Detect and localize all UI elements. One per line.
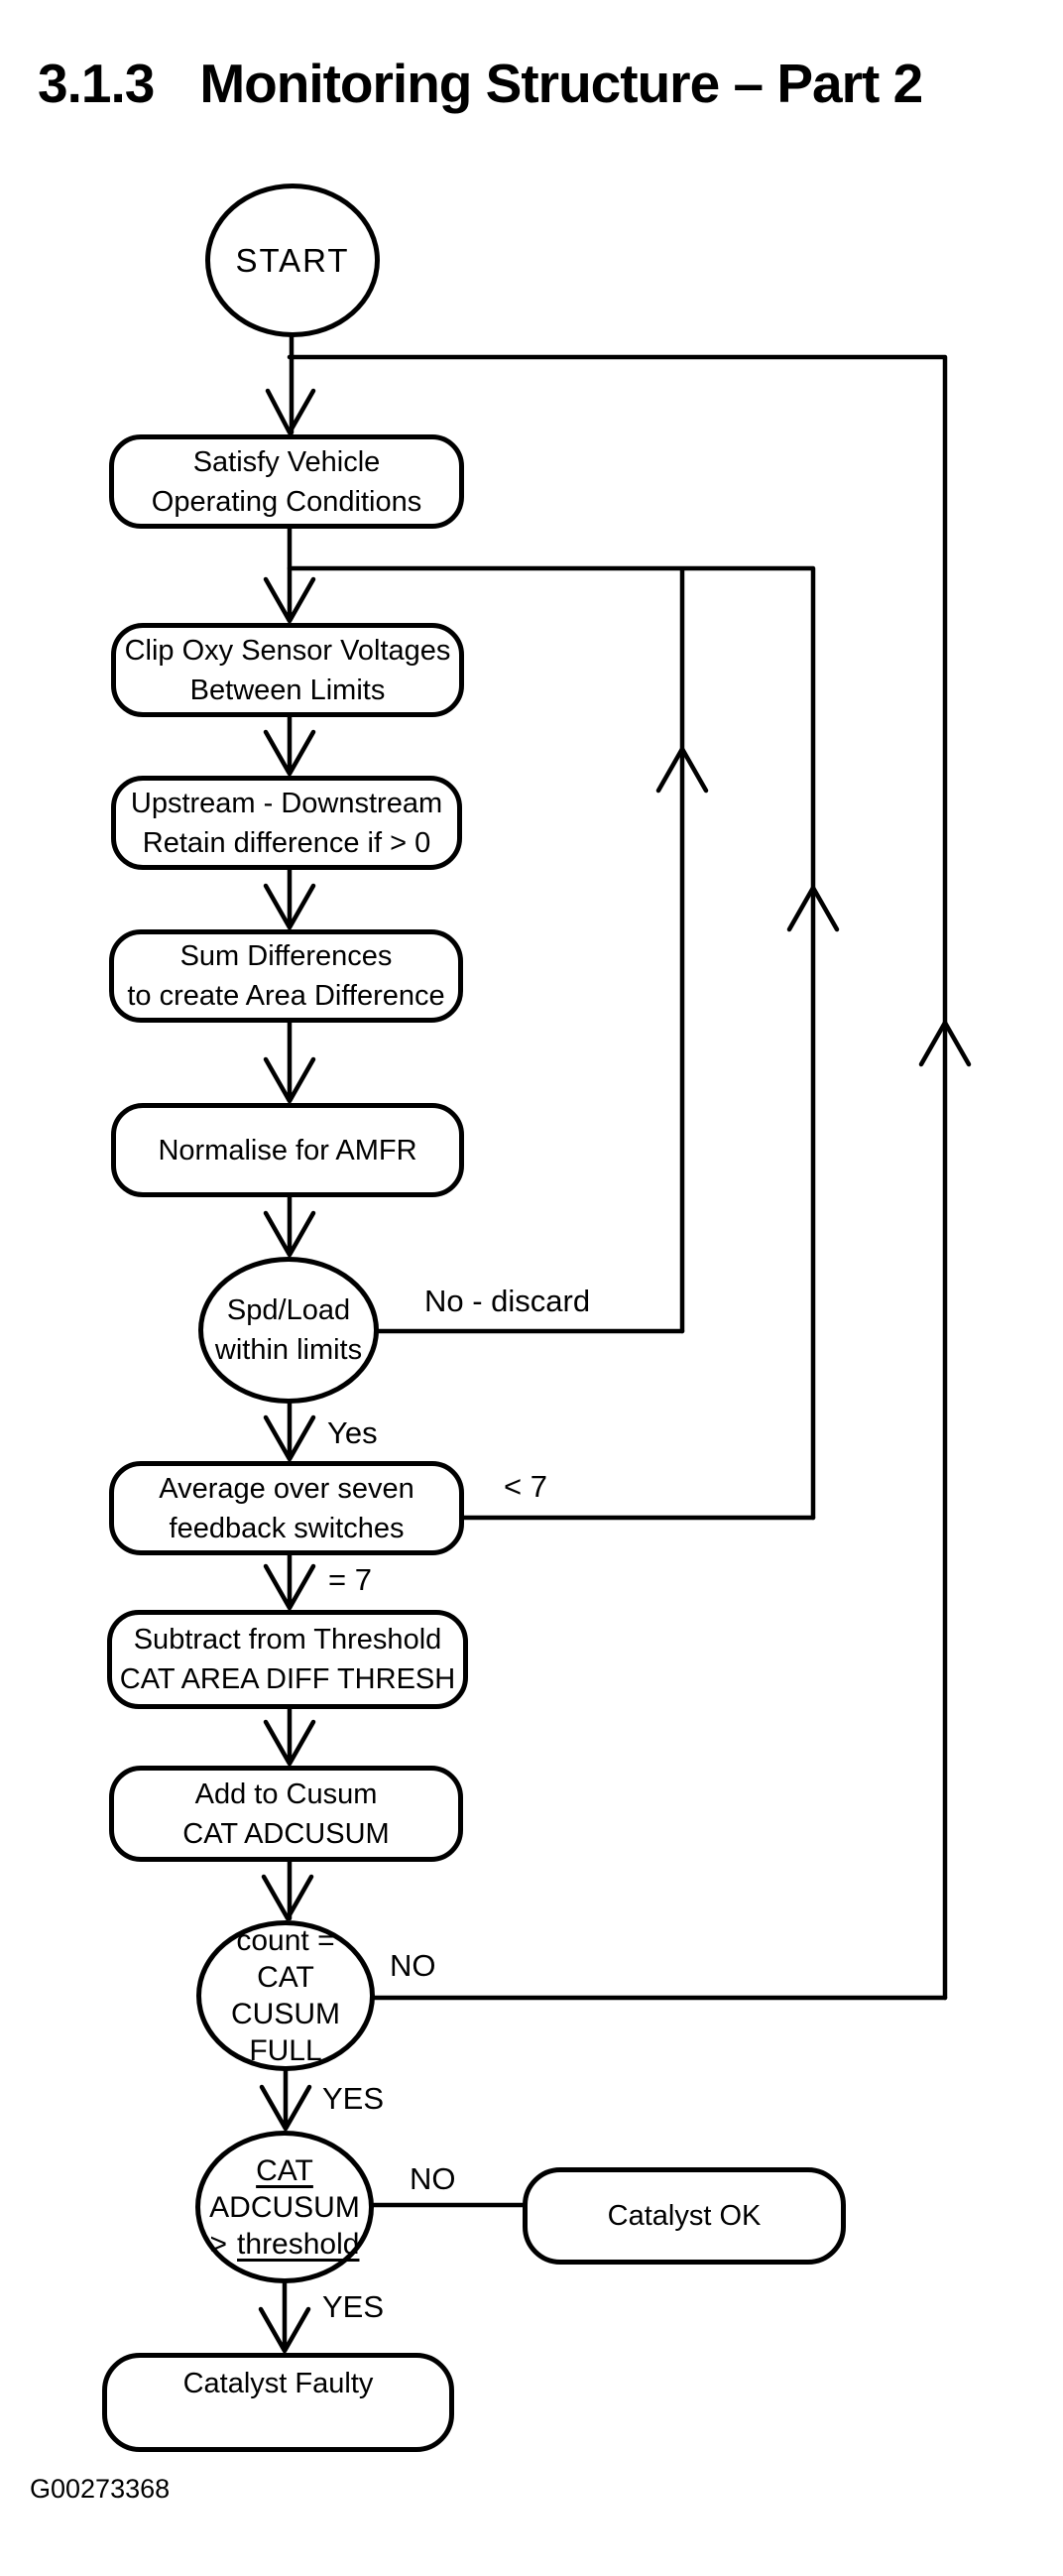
node-subtract-line1: Subtract from Threshold [133,1624,442,1656]
node-count-line2: CAT CUSUM [231,1961,340,2030]
node-cusum-full-check: count = CAT CUSUM FULL [196,1920,375,2071]
page-title: 3.1.3 Monitoring Structure – Part 2 [38,52,923,115]
node-satisfy-conditions: Satisfy Vehicle Operating Conditions [109,434,464,529]
node-spd-load-check: Spd/Load within limits [198,1257,379,1404]
edge-subtract-to-addcusum [263,1706,316,1767]
edge-average-eq7 [263,1552,316,1611]
node-subtract-threshold: Subtract from Threshold CAT AREA DIFF TH… [107,1610,468,1709]
node-spdload-line1: Spd/Load [226,1294,351,1326]
node-clip-line2: Between Limits [189,674,386,706]
node-threshold-gt: > [209,2227,228,2261]
rail-inner-up-arrow-2 [786,885,840,932]
node-count-line1: count = [236,1924,335,1957]
node-sum-line1: Sum Differences [179,940,393,972]
node-catalyst-faulty-label: Catalyst Faulty [182,2368,374,2399]
node-threshold-line1: CAT [256,2153,313,2187]
node-normalise-label: Normalise for AMFR [158,1134,417,1166]
node-spdload-line2: within limits [214,1334,363,1366]
node-upstream-line2: Retain difference if > 0 [142,826,431,859]
rail-inner [287,565,816,1521]
node-normalise-amfr: Normalise for AMFR [111,1103,464,1197]
label-no-count: NO [390,1948,436,1983]
label-no-threshold: NO [410,2161,456,2196]
node-clip-voltages: Clip Oxy Sensor Voltages Between Limits [111,623,464,717]
node-catalyst-ok-label: Catalyst OK [607,2200,762,2232]
edge-sum-to-normalise [263,1020,316,1104]
edge-threshold-yes [258,2280,311,2354]
label-yes-spdload: Yes [327,1415,378,1450]
section-number: 3.1.3 [38,53,155,114]
rail-inner-up-arrow-1 [655,746,709,794]
node-catalyst-faulty: Catalyst Faulty [102,2353,454,2452]
edge-satisfy-to-clip [263,526,316,624]
label-no-discard: No - discard [424,1284,591,1318]
node-adcusum-threshold-check: CAT ADCUSUM > threshold [195,2131,374,2283]
node-upstream-downstream: Upstream - Downstream Retain difference … [111,776,462,870]
node-average-switches: Average over seven feedback switches [109,1461,464,1555]
edge-upstream-to-sum [263,867,316,930]
node-count-line3: FULL [249,2034,322,2067]
edge-normalise-to-spdload [263,1194,316,1258]
node-upstream-line1: Upstream - Downstream [130,787,443,819]
node-average-line2: feedback switches [169,1512,405,1544]
node-average-line1: Average over seven [159,1472,414,1505]
node-satisfy-line2: Operating Conditions [151,485,422,518]
edge-clip-to-upstream [263,714,316,777]
node-threshold-line2: ADCUSUM [209,2190,360,2224]
node-sum-differences: Sum Differences to create Area Differenc… [109,929,463,1023]
node-subtract-line2: CAT AREA DIFF THRESH [119,1663,456,1695]
node-catalyst-ok: Catalyst OK [523,2167,846,2265]
section-heading: Monitoring Structure – Part 2 [199,53,923,114]
label-yes-threshold: YES [322,2289,385,2324]
rail-outer-up-arrow [918,1020,972,1067]
node-addcusum-line2: CAT ADCUSUM [182,1817,390,1850]
edge-count-yes [259,2068,312,2132]
figure-code: G00273368 [30,2474,171,2504]
node-sum-line2: to create Area Difference [127,980,445,1012]
rail-outer [287,354,948,2001]
node-start-label: START [235,241,350,279]
node-start: START [205,184,380,337]
node-add-to-cusum: Add to Cusum CAT ADCUSUM [109,1766,463,1862]
label-lt7: < 7 [504,1469,547,1504]
edge-addcusum-to-count [261,1859,314,1921]
node-threshold-line3: > threshold [210,2226,360,2263]
label-yes-count: YES [322,2081,385,2116]
edge-spdload-yes [263,1401,316,1462]
node-threshold-term: threshold [237,2227,360,2261]
edge-start-to-satisfy [265,334,316,435]
node-clip-line1: Clip Oxy Sensor Voltages [124,634,451,667]
node-addcusum-line1: Add to Cusum [194,1778,378,1810]
node-satisfy-line1: Satisfy Vehicle [192,445,381,478]
label-eq7: = 7 [328,1562,372,1597]
